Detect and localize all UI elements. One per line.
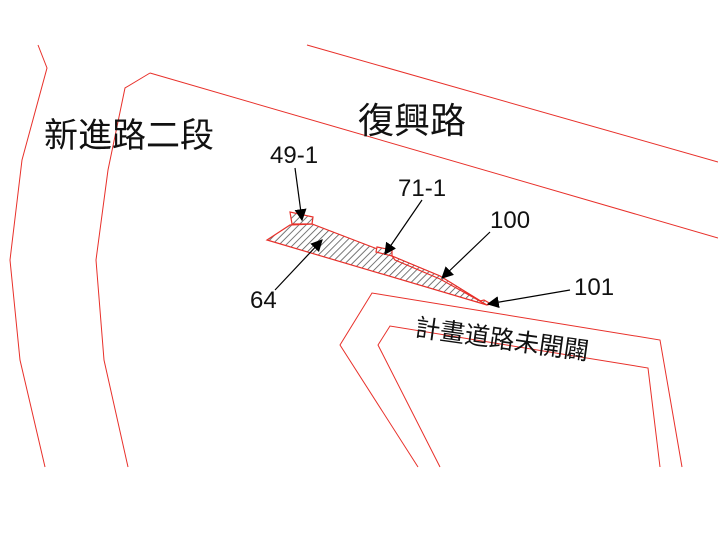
parcel-64	[265, 223, 488, 306]
planned-road-edge-b	[377, 325, 661, 468]
arrow-71-1	[384, 199, 423, 255]
north-road-inner-edge	[149, 72, 718, 239]
road-label-north: 復興路	[358, 101, 467, 142]
parcel-label-49-1: 49-1	[270, 142, 319, 169]
parcel-label-101: 101	[574, 274, 615, 301]
planned-road-edge-a	[339, 292, 683, 468]
arrow-49-1	[294, 167, 307, 222]
arrow-64	[274, 239, 323, 291]
parcel-100	[390, 254, 488, 306]
road-label-west: 新進路二段	[44, 116, 214, 156]
west-road-outer-edge	[9, 44, 48, 468]
arrow-100	[441, 231, 491, 279]
parcel-label-64: 64	[250, 287, 277, 314]
north-road-outer-edge	[306, 44, 718, 163]
parcel-label-100: 100	[490, 207, 531, 234]
arrow-101	[486, 289, 571, 309]
parcel-label-71-1: 71-1	[398, 175, 447, 202]
west-road-inner-edge	[95, 72, 151, 468]
